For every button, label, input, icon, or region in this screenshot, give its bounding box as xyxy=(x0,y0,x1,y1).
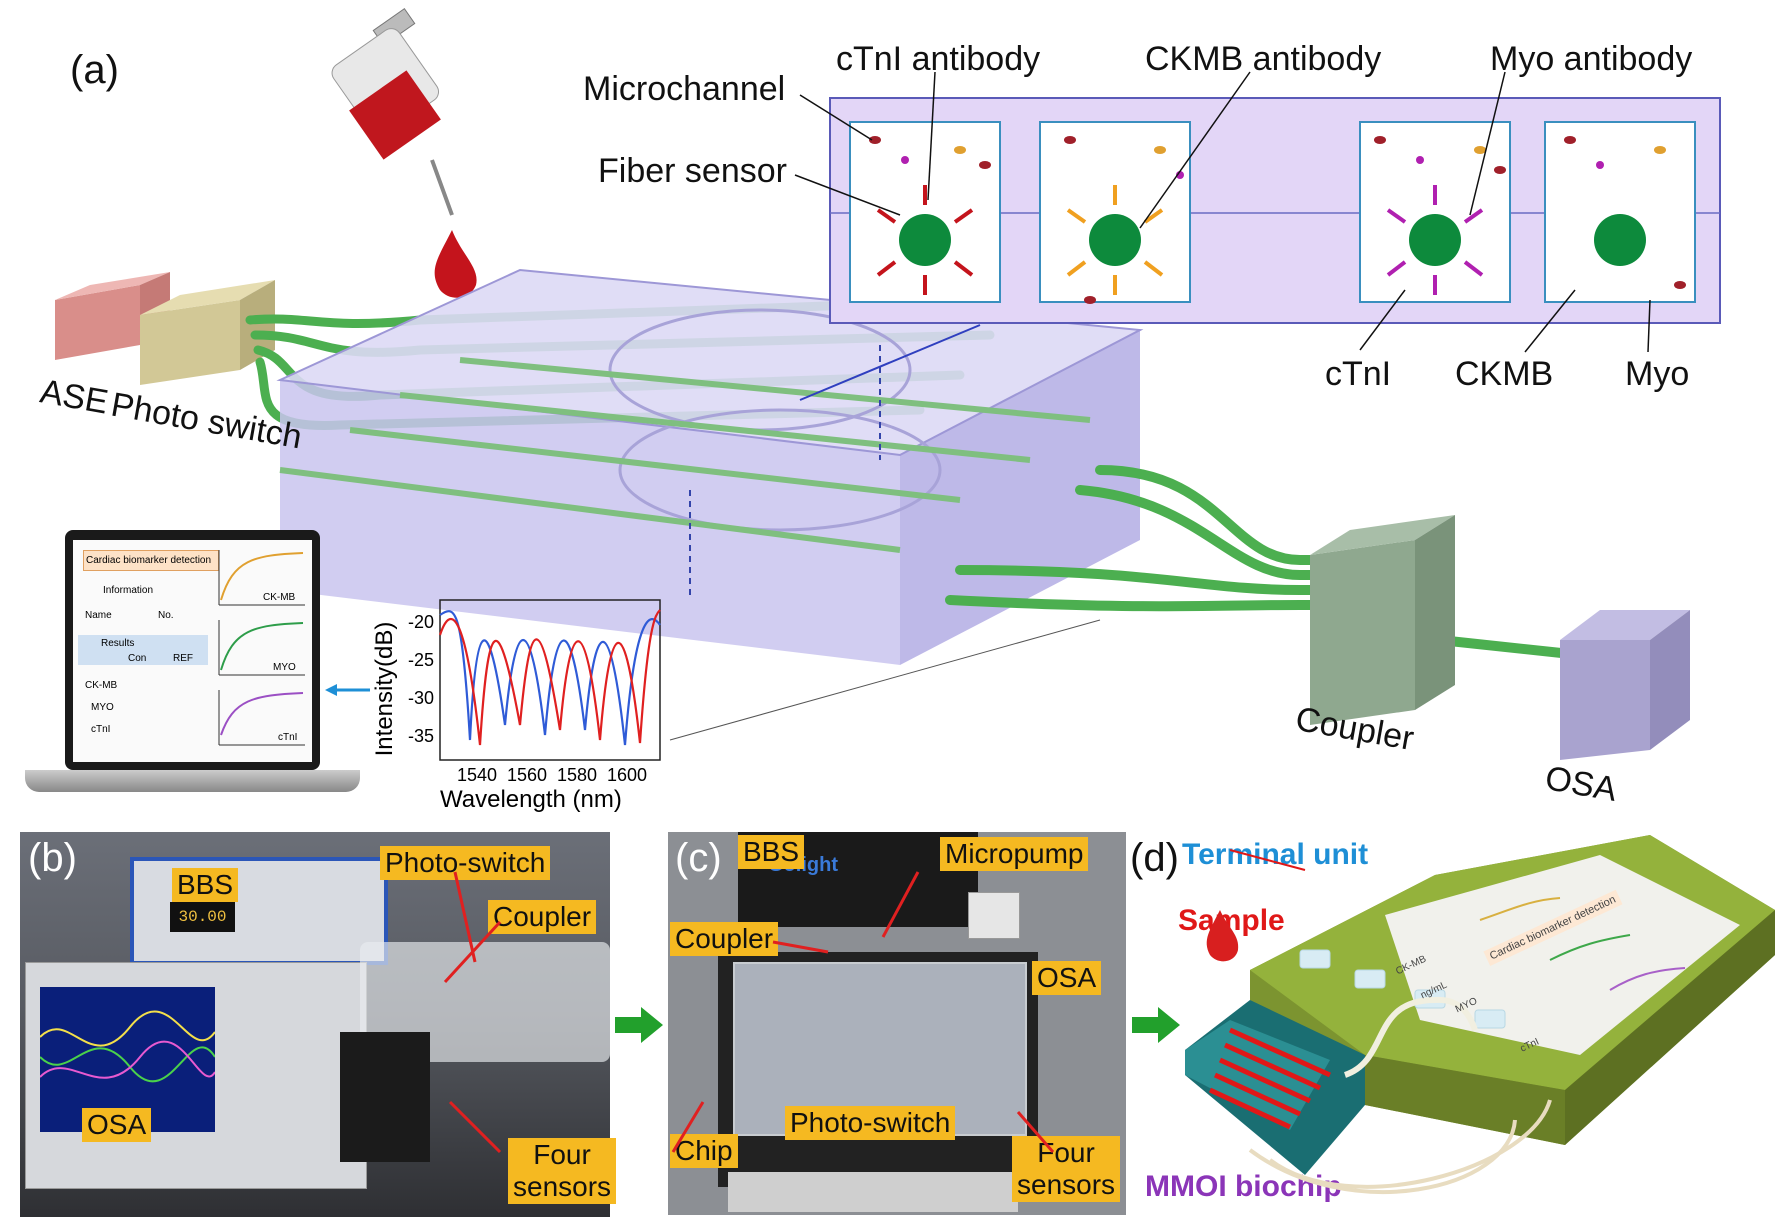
ctni-label: cTnI xyxy=(1325,355,1392,393)
microchannel-label: Microchannel xyxy=(583,70,786,108)
spectrum-ytick-20: -20 xyxy=(408,612,435,632)
ctni-antibodies xyxy=(876,185,974,295)
fiber-sensor-label: Fiber sensor xyxy=(598,152,787,190)
b-tag-four-sensors: Four sensors xyxy=(508,1138,617,1205)
c-tag-micropump: Micropump xyxy=(940,837,1089,872)
laptop-title: Cardiac biomarker detection xyxy=(83,550,219,571)
arrow-to-laptop xyxy=(325,684,370,696)
b-tag-bbs: BBS xyxy=(172,868,239,903)
laptop-row-ctni: cTnI xyxy=(91,724,111,735)
laptop-plot-label-ctni: cTnI xyxy=(278,732,298,743)
panel-d-device xyxy=(1185,835,1775,1194)
osa-screen-traces xyxy=(39,1010,216,1083)
laptop-base xyxy=(25,770,360,792)
laptop-no: No. xyxy=(158,610,174,621)
laptop-plot-label-myo: MYO xyxy=(273,662,296,673)
spectrum-xtick-1580: 1580 xyxy=(557,765,598,785)
b-tag-osa: OSA xyxy=(82,1108,152,1143)
spectrum-xlabel: Wavelength (nm) xyxy=(440,786,622,813)
syringe-icon xyxy=(331,8,454,216)
laptop-screen: Cardiac biomarker detection Information … xyxy=(65,530,320,770)
laptop-information: Information xyxy=(103,585,154,596)
coupler-box xyxy=(1310,515,1455,725)
ckmb-antibody-label: CKMB antibody xyxy=(1145,40,1382,78)
laptop-row-myo: MYO xyxy=(91,702,114,713)
spectrum-ytick-25: -25 xyxy=(408,650,435,670)
panel-d-label: (d) xyxy=(1130,836,1179,880)
ckmb-antibodies xyxy=(1066,185,1164,295)
leader-lines xyxy=(794,71,1651,353)
photo-switch-box xyxy=(140,280,275,385)
biomarker-particles xyxy=(869,136,1686,304)
spectrum-xtick-1560: 1560 xyxy=(507,765,548,785)
panel-c-label: (c) xyxy=(675,836,722,880)
panel-a-diagram xyxy=(55,8,1721,760)
laptop-display: Cardiac biomarker detection Information … xyxy=(73,540,312,762)
spectrum-ytick-30: -30 xyxy=(408,688,435,708)
laptop: Cardiac biomarker detection Information … xyxy=(25,530,360,810)
osa-box xyxy=(1560,610,1690,760)
laptop-results-bar xyxy=(78,635,208,665)
fiber-cores xyxy=(899,214,1646,266)
panel-b-arrows xyxy=(443,871,502,1154)
c-tag-bbs: BBS xyxy=(738,835,805,870)
micropump-device xyxy=(968,892,1020,939)
c-tag-photo-switch: Photo-switch xyxy=(785,1106,956,1141)
laptop-plot-label-ckmb: CK-MB xyxy=(263,592,296,603)
spectrum-xtick-1600: 1600 xyxy=(607,765,648,785)
ctni-antibody-label: cTnI antibody xyxy=(836,40,1041,78)
panel-c-photo: Golight xyxy=(668,832,1126,1215)
spectrum-ylabel: Intensity(dB) xyxy=(371,621,398,757)
laptop-ref: REF xyxy=(173,653,193,664)
arrow-c-to-d xyxy=(1132,1007,1180,1043)
mmoi-biochip-label: MMOI biochip xyxy=(1145,1170,1342,1203)
myo-label: Myo xyxy=(1625,355,1690,393)
sample-drop-icon xyxy=(1206,910,1239,962)
b-tag-coupler: Coupler xyxy=(488,900,597,935)
arrow-b-to-c xyxy=(615,1007,663,1043)
panel-b-label: (b) xyxy=(28,836,77,880)
c-tag-osa: OSA xyxy=(1032,961,1102,996)
c-tag-chip: Chip xyxy=(670,1134,738,1169)
c-tag-four-sensors: Four sensors xyxy=(1012,1136,1121,1203)
laptop-results: Results xyxy=(101,638,135,649)
osa-screen xyxy=(39,987,216,1132)
laptop-name: Name xyxy=(85,610,112,621)
laptop-con: Con xyxy=(128,653,147,664)
myo-antibody-label: Myo antibody xyxy=(1490,40,1693,78)
blood-drop-icon xyxy=(434,230,477,298)
panel-a-label: (a) xyxy=(70,48,119,92)
spectrum-ytick-35: -35 xyxy=(408,726,435,746)
ckmb-label: CKMB xyxy=(1455,355,1554,393)
b-tag-photo-switch: Photo-switch xyxy=(380,846,551,881)
myo-antibodies xyxy=(1386,185,1484,295)
sensor-stage xyxy=(340,1032,430,1162)
ruler xyxy=(728,1172,1018,1212)
panel-c-arrows xyxy=(671,871,1055,1153)
c-tag-coupler: Coupler xyxy=(670,922,779,957)
spectrum-xtick-1540: 1540 xyxy=(457,765,498,785)
biochip-channels xyxy=(1208,1027,1332,1130)
terminal-unit-label: Terminal unit xyxy=(1182,838,1369,871)
laptop-row-ckmb: CK-MB xyxy=(85,680,118,691)
laptop-curves xyxy=(218,550,305,746)
output-fibers xyxy=(945,465,1585,660)
spectrum-chart xyxy=(438,599,661,761)
bbs-display: 30.00 xyxy=(170,902,235,932)
